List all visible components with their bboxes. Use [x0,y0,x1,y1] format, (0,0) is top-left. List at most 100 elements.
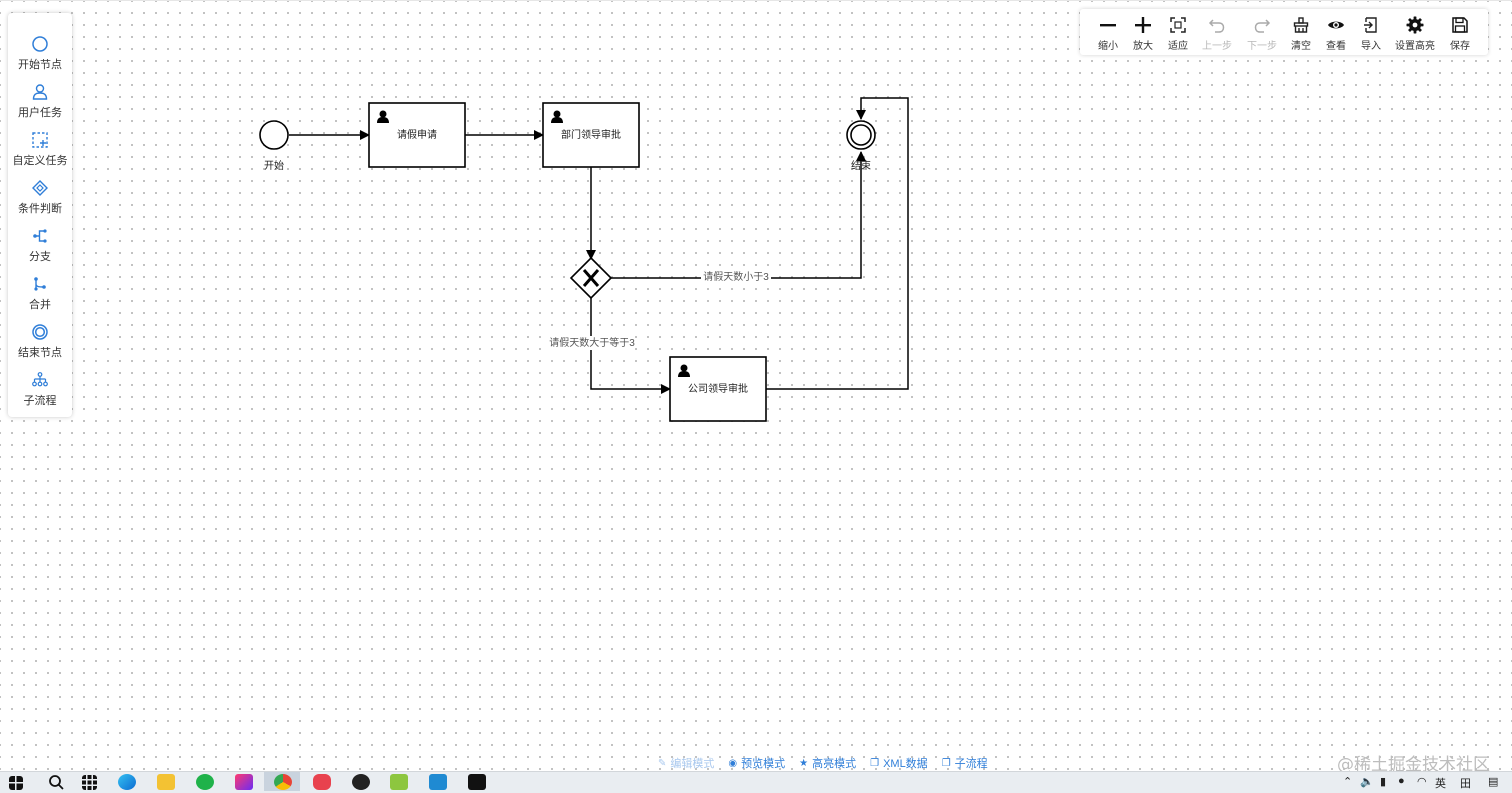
set-highlight-button[interactable]: 设置高亮 [1393,9,1437,55]
start-event[interactable]: 开始 [259,120,289,172]
palette-end-node[interactable]: 结束节点 [8,319,72,365]
zoom-in-button[interactable]: 放大 [1129,9,1157,55]
toolbar-button-label: 放大 [1133,41,1153,52]
vscode-icon[interactable] [429,774,447,790]
palette-item-label: 子流程 [23,395,57,407]
edge-browser-icon[interactable] [118,774,136,790]
clear-button[interactable]: 清空 [1287,9,1315,55]
edge-label-gte3: 请假天数大于等于3 [549,336,635,349]
palette-start-node[interactable]: 开始节点 [8,31,72,77]
toolbar-button-label: 设置高亮 [1395,41,1435,52]
save-icon [1452,17,1468,33]
star-icon: ★ [799,757,809,769]
preview-mode-button[interactable]: ◉预览模式 [728,755,785,771]
app-red-icon[interactable] [313,774,331,790]
start-event-label: 开始 [264,159,284,172]
mode-label: 子流程 [954,758,988,770]
eye-icon: ◉ [728,757,738,769]
save-button[interactable]: 保存 [1446,9,1474,55]
zoom-out-button[interactable]: 缩小 [1094,9,1122,55]
mode-label: 编辑模式 [670,758,715,770]
task-dept-approve[interactable]: 部门领导审批 [542,102,640,168]
diagram-canvas[interactable]: 请假天数小于3 请假天数大于等于3 开始 请假申请 [0,0,1512,775]
search-icon[interactable] [48,774,64,790]
gateway-x-icon [582,269,600,287]
redo-button[interactable]: 下一步 [1245,9,1279,55]
xml-data-button[interactable]: ❐XML数据 [870,755,928,771]
palette-item-label: 结束节点 [18,347,62,359]
user-task-icon [678,364,690,377]
task-leave-apply[interactable]: 请假申请 [368,102,466,168]
import-button[interactable]: 导入 [1357,9,1385,55]
import-icon [1364,17,1377,33]
palette-custom-task[interactable]: 自定义任务 [8,127,72,173]
wechat-icon[interactable] [196,774,214,790]
user-task-icon [377,110,389,123]
toolbar-button-label: 下一步 [1247,41,1277,52]
watermark: @稀土掘金技术社区 [1337,755,1490,775]
gear-icon [1406,16,1424,34]
toolbar-button-label: 上一步 [1202,41,1232,52]
end-circle-icon [32,324,48,340]
toolbar-button-label: 清空 [1291,41,1311,52]
element-palette: 开始节点 用户任务 自定义任务 条件判断 分支 合并 结束节点 子流程 [8,13,72,417]
toolbar-button-label: 缩小 [1098,41,1118,52]
palette-fork[interactable]: 分支 [8,223,72,269]
user-icon [32,84,48,100]
chrome-icon[interactable] [274,774,292,790]
toolbar-button-label: 查看 [1326,41,1346,52]
palette-merge[interactable]: 合并 [8,271,72,317]
fit-view-button[interactable]: 适应 [1164,9,1192,55]
undo-button[interactable]: 上一步 [1200,9,1234,55]
toolbar-button-label: 保存 [1450,41,1470,52]
palette-subprocess[interactable]: 子流程 [8,367,72,413]
idea-icon[interactable] [235,774,253,790]
end-event-label: 结束 [851,159,871,172]
subprocess-button[interactable]: ❐子流程 [942,755,988,771]
end-event[interactable]: 结束 [846,120,876,172]
palette-condition[interactable]: 条件判断 [8,175,72,221]
capcut-icon[interactable] [468,774,486,790]
ime-language[interactable]: 英 [1435,778,1446,790]
view-button[interactable]: 查看 [1322,9,1350,55]
file-explorer-icon[interactable] [157,774,175,790]
plus-icon [1135,17,1151,33]
tray-chevron-icon[interactable]: ⌃ [1343,776,1353,788]
notification-icon[interactable]: ▤ [1488,776,1499,788]
ime-mode[interactable]: 田 [1460,778,1471,790]
edge-gateway-to-company[interactable]: 请假天数大于等于3 [549,298,671,394]
mode-label: 高亮模式 [812,758,857,770]
mic-icon[interactable]: ▮ [1380,776,1387,788]
start-circle-icon [32,36,48,52]
windows-start-icon[interactable] [9,776,23,790]
exclusive-gateway[interactable] [569,256,613,300]
fork-icon [33,229,47,243]
task-company-approve[interactable]: 公司领导审批 [669,356,767,422]
task-label: 请假申请 [397,128,437,141]
palette-item-label: 合并 [29,299,51,311]
edit-mode-button[interactable]: ✎编辑模式 [658,755,714,771]
bpmn-diagram: 请假天数小于3 请假天数大于等于3 开始 请假申请 [259,97,909,422]
copy-icon: ❐ [941,757,951,769]
palette-user-task[interactable]: 用户任务 [8,79,72,125]
task-view-icon[interactable] [82,775,97,790]
speaker-icon[interactable]: 🔈 [1360,776,1374,788]
obs-icon[interactable] [352,774,370,790]
palette-item-label: 分支 [29,251,51,263]
notepad-icon[interactable] [390,774,408,790]
redo-icon [1254,19,1271,33]
minus-icon [1100,24,1116,27]
tray-app-icon[interactable]: ● [1398,775,1405,787]
undo-icon [1208,19,1225,33]
edge-company-to-end[interactable] [766,97,909,390]
highlight-mode-button[interactable]: ★高亮模式 [799,755,856,771]
edge-gateway-to-end[interactable]: 请假天数小于3 [611,151,866,284]
wifi-icon[interactable]: ◠ [1417,776,1427,788]
mode-label: 预览模式 [741,758,786,770]
palette-item-label: 自定义任务 [12,155,68,167]
merge-icon [34,277,46,291]
top-toolbar: 缩小 放大 适应 上一步 下一步 清空 查看 导入 [1080,9,1488,55]
user-task-icon [551,110,563,123]
mode-bar: ✎编辑模式 ◉预览模式 ★高亮模式 ❐XML数据 ❐子流程 [658,755,988,771]
edge-label-lt3: 请假天数小于3 [703,270,769,283]
